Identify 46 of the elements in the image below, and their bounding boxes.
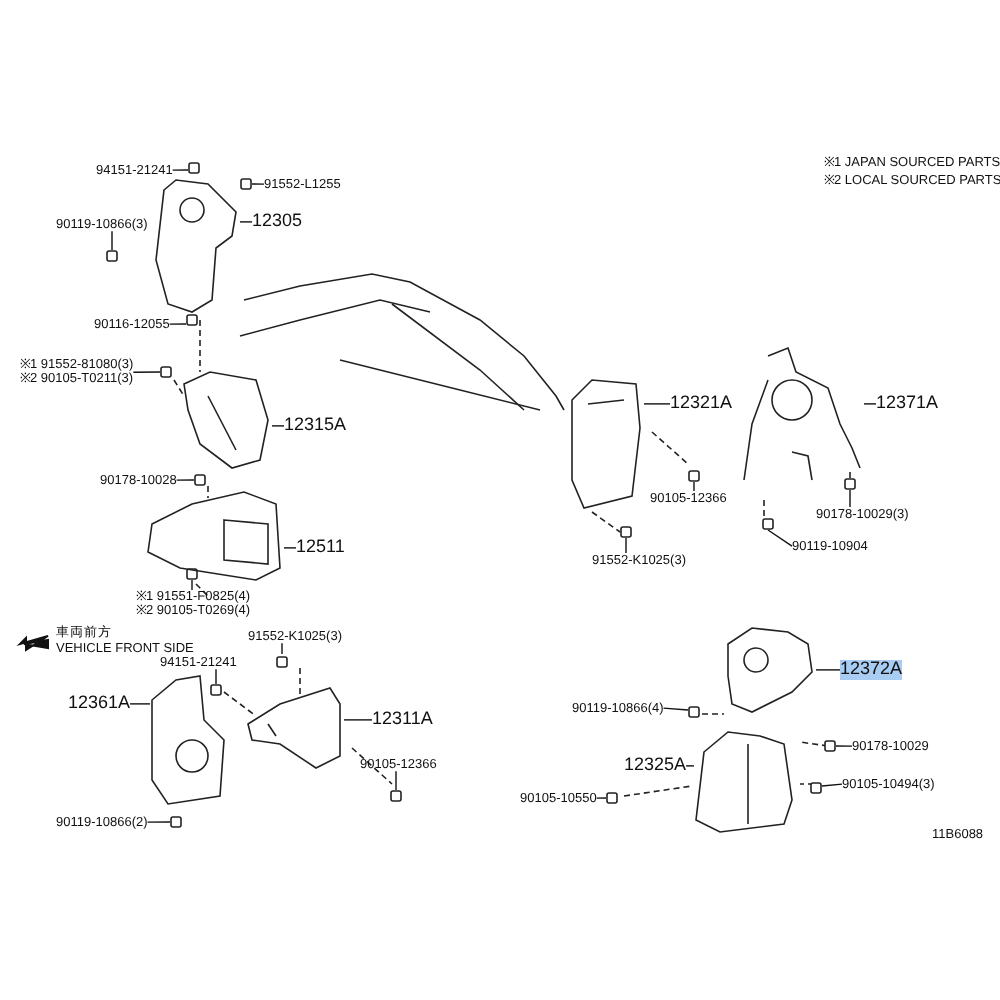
- engine-mount-drawing: [742, 346, 864, 484]
- leader-line: [283, 547, 297, 549]
- leader-line: [815, 669, 841, 671]
- leader-line: [175, 479, 195, 481]
- leader-line: [111, 230, 113, 251]
- bracket-drawing: [182, 370, 272, 472]
- bracket-drawing: [694, 730, 796, 834]
- leader-line: [863, 403, 877, 405]
- leader-line: [171, 169, 189, 171]
- engine-mount-drawing: [726, 626, 816, 716]
- leader-line: [849, 489, 851, 508]
- engine-mount-drawing: [154, 178, 240, 316]
- leader-line: [343, 719, 373, 721]
- leader-line: [685, 765, 695, 767]
- part-number: 12321A: [670, 394, 733, 414]
- leader-line: [643, 403, 671, 405]
- leader-line: [169, 323, 187, 325]
- leader-line: [146, 821, 171, 823]
- engine-mount-drawing: [150, 674, 226, 808]
- leader-line: [251, 183, 265, 185]
- part-number: 12315A: [284, 416, 347, 436]
- leader-line: [239, 221, 253, 223]
- part-number: 12511: [296, 538, 345, 558]
- part-number: 12371A: [876, 394, 939, 414]
- bracket-drawing: [146, 490, 284, 584]
- leader-line: [395, 770, 397, 791]
- leader-line: [625, 537, 627, 554]
- part-number: 12361A: [68, 694, 131, 714]
- leader-line: [595, 797, 607, 799]
- leader-line: [281, 642, 283, 655]
- bracket-drawing: [246, 686, 344, 772]
- leader-line: [129, 703, 151, 705]
- leader-line: [767, 529, 793, 547]
- leader-line: [693, 481, 695, 492]
- part-number: 12311A: [372, 710, 433, 730]
- leader-line: [835, 745, 853, 747]
- leader-line: [215, 668, 217, 685]
- part-number: 12305: [252, 212, 303, 232]
- leader-line: [271, 425, 285, 427]
- part-number: 12372A: [840, 660, 903, 680]
- leader-line: [662, 707, 689, 711]
- part-number: 12325A: [624, 756, 687, 776]
- engine-mount-drawing: [570, 378, 644, 512]
- leader-line: [132, 371, 161, 373]
- leader-line: [821, 783, 843, 787]
- leader-line: [191, 579, 193, 591]
